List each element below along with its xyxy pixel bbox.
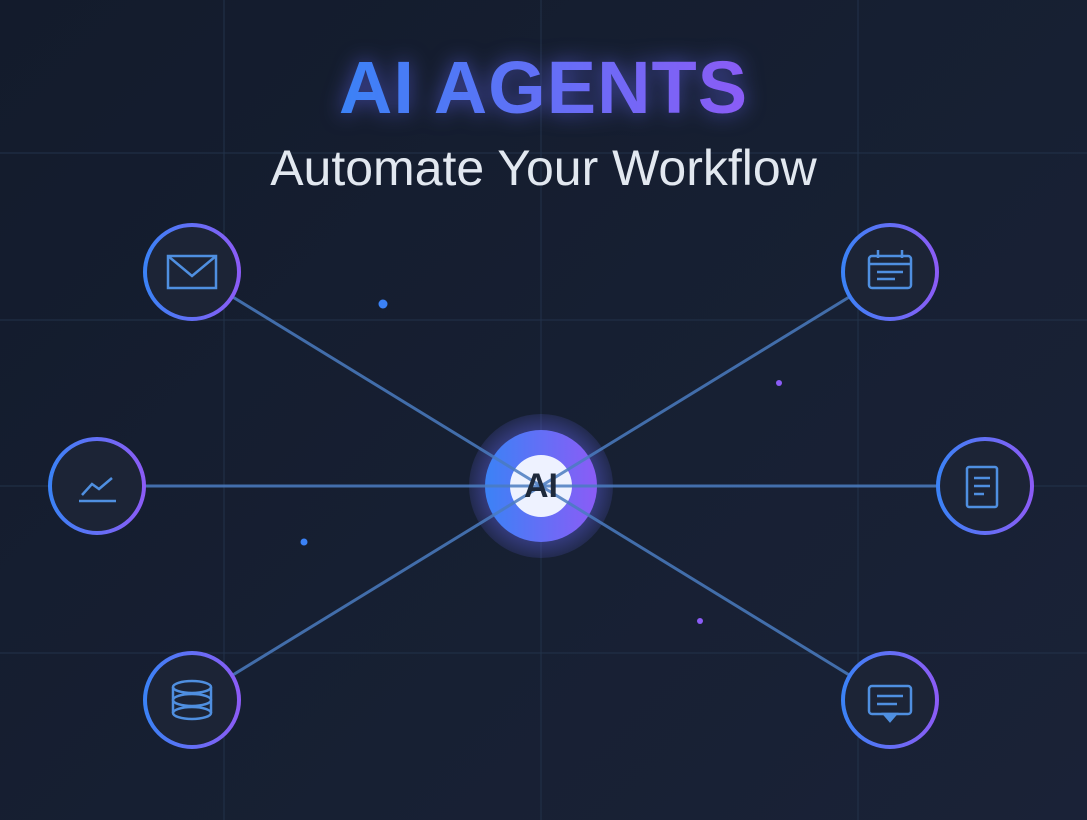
line-chart-icon (79, 477, 116, 503)
particles (300, 299, 782, 624)
node-chat[interactable] (841, 651, 939, 749)
ai-hub-label[interactable]: AI (524, 467, 558, 505)
page-title: AI AGENTS (0, 46, 1087, 130)
node-document[interactable] (936, 437, 1034, 535)
document-icon (965, 465, 999, 509)
title-text: AI AGENTS (338, 46, 749, 129)
page-subtitle: Automate Your Workflow (270, 140, 817, 196)
connection-lines (97, 270, 985, 702)
node-analytics[interactable] (48, 437, 146, 535)
chat-bubble-icon (867, 684, 913, 723)
database-icon (171, 679, 213, 721)
node-email[interactable] (143, 223, 241, 321)
calendar-icon (867, 250, 913, 290)
node-database[interactable] (143, 651, 241, 749)
envelope-icon (166, 254, 218, 290)
node-calendar[interactable] (841, 223, 939, 321)
